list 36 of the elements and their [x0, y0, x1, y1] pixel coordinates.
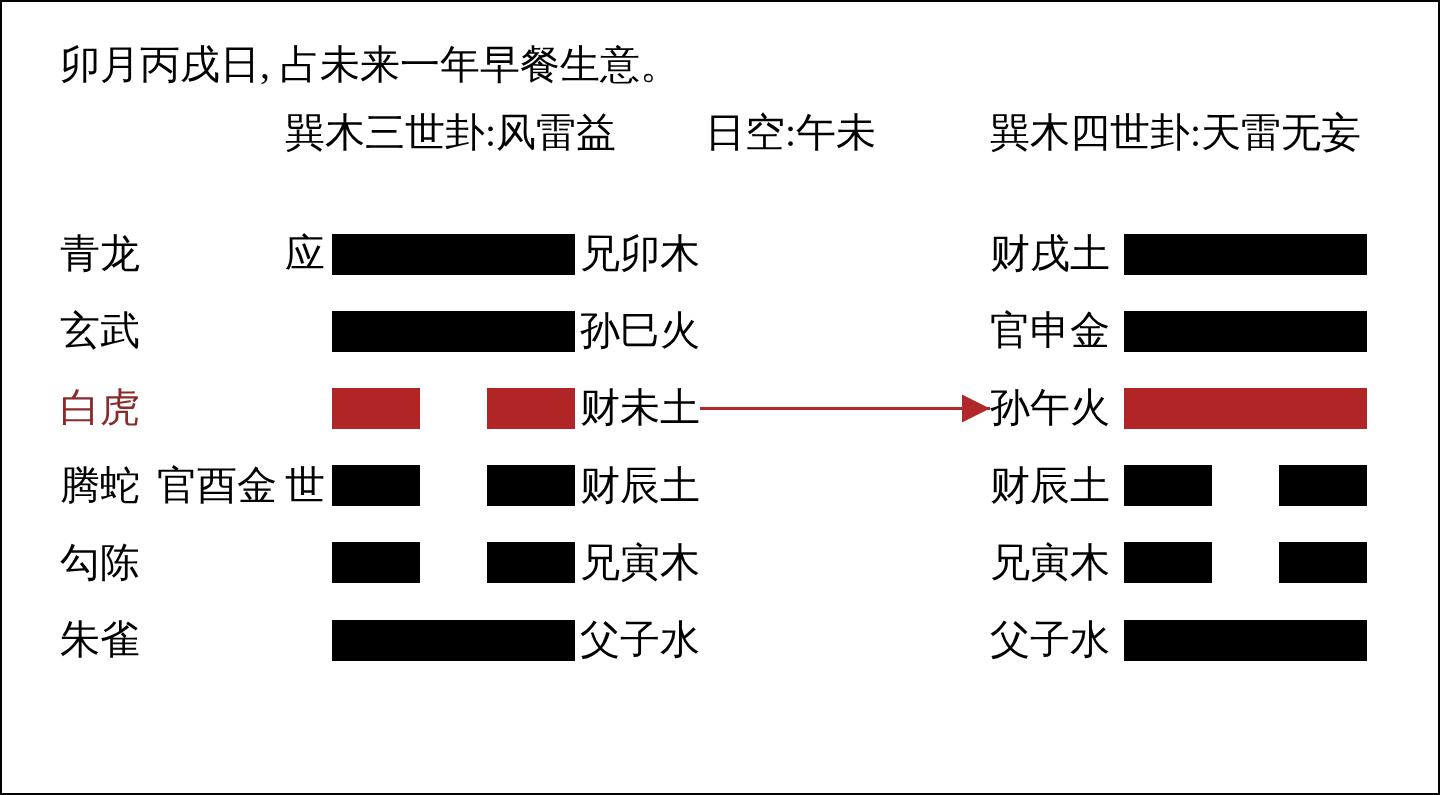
line-label: 财辰土 — [580, 463, 700, 508]
yin-line-half — [487, 465, 575, 507]
yin-line-half — [1279, 465, 1367, 507]
hidden-line-label: 官酉金 — [157, 463, 277, 508]
marker-label: 世 — [285, 463, 325, 508]
line-label: 官申金 — [990, 309, 1110, 354]
arrow — [700, 394, 990, 423]
line-label: 兄卯木 — [580, 232, 700, 276]
line-label: 兄寅木 — [990, 540, 1110, 585]
spirit-label: 勾陈 — [60, 540, 140, 585]
line-label: 财未土 — [580, 386, 700, 431]
spirit-label: 玄武 — [60, 309, 140, 354]
yin-line-half — [332, 465, 420, 507]
yin-line-half — [332, 387, 420, 429]
line-label: 孙午火 — [990, 386, 1110, 431]
hexagram-heading: 巽木四世卦:天雷无妄 — [990, 111, 1362, 155]
spirit-label: 朱雀 — [60, 618, 140, 662]
spirit-label: 白虎 — [60, 386, 140, 431]
line-label: 财戌土 — [990, 232, 1110, 276]
yin-line-half — [332, 542, 420, 584]
spirit-label: 腾蛇 — [60, 463, 140, 508]
yin-line-half — [1279, 542, 1367, 584]
line-label: 兄寅木 — [580, 540, 700, 585]
marker-label: 应 — [285, 232, 325, 276]
yin-line-half — [1124, 465, 1212, 507]
yin-line-half — [487, 542, 575, 584]
title: 卯月丙戌日, 占未来一年早餐生意。 — [60, 43, 680, 87]
line-label: 父子水 — [580, 618, 700, 662]
line-label: 孙巳火 — [580, 309, 700, 354]
line-label: 父子水 — [990, 618, 1110, 662]
yin-line-half — [487, 387, 575, 429]
yin-line-half — [1124, 542, 1212, 584]
line-label: 财辰土 — [990, 463, 1110, 508]
void-branches-note: 日空:午未 — [705, 111, 877, 155]
spirit-label: 青龙 — [60, 232, 140, 276]
hexagram-heading: 巽木三世卦:风雷益 — [285, 111, 617, 155]
